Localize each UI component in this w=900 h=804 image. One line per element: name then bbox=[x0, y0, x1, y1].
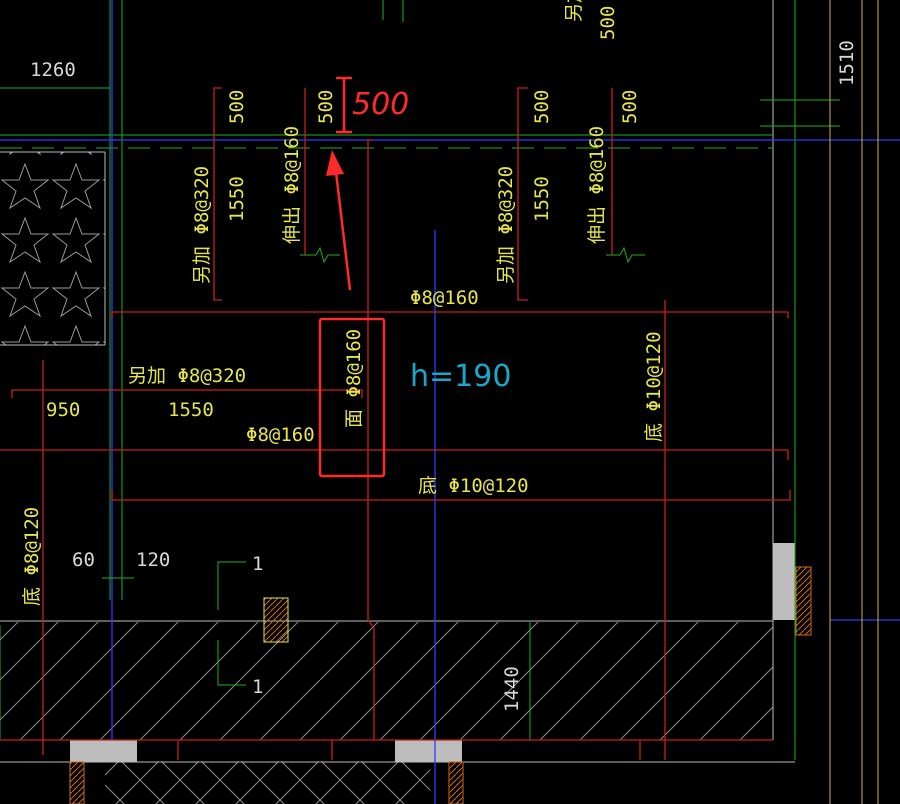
dim-120: 120 bbox=[136, 549, 170, 571]
star-fill-area bbox=[0, 152, 105, 345]
section-label-bottom: 1 bbox=[252, 676, 263, 698]
orange-block-mid bbox=[448, 761, 464, 804]
markup-bracket bbox=[336, 76, 352, 134]
dim-500-top: 500 bbox=[597, 6, 619, 40]
markup-highlight-box bbox=[318, 317, 386, 478]
green-lines bbox=[0, 0, 840, 760]
beam-cross-hatch bbox=[105, 762, 430, 804]
dim-500-a: 500 bbox=[226, 90, 248, 124]
column-block-bottom-mid bbox=[395, 740, 462, 762]
dim-1550-c: 1550 bbox=[168, 399, 214, 421]
rebar-lines bbox=[0, 87, 791, 760]
section-label-top: 1 bbox=[252, 553, 263, 575]
bottom-horizontal-rebar: 底 Φ10@120 bbox=[418, 475, 529, 497]
slab-thickness-label: h=190 bbox=[410, 359, 511, 394]
left-extra-rebar: 另加 Φ8@320 bbox=[128, 365, 246, 387]
dim-1550-b: 1550 bbox=[531, 176, 553, 222]
dim-500-d: 500 bbox=[619, 90, 641, 124]
right-vertical-rebar: 底 Φ10@120 bbox=[643, 331, 665, 442]
shen-rebar-b: 伸出 Φ8@160 bbox=[586, 126, 608, 244]
orange-block-left bbox=[69, 761, 85, 804]
dim-1440: 1440 bbox=[501, 666, 523, 712]
dim-1260: 1260 bbox=[30, 59, 76, 81]
shen-rebar-a: 伸出 Φ8@160 bbox=[281, 126, 303, 244]
left-vertical-rebar: 底 Φ8@120 bbox=[21, 507, 43, 606]
slab-section-hatch bbox=[0, 622, 773, 740]
right-yellow-lines bbox=[829, 0, 879, 804]
dim-500-b: 500 bbox=[315, 90, 337, 124]
markup-arrow bbox=[326, 150, 352, 291]
handwritten-500: 500 bbox=[352, 87, 409, 122]
dim-ticks bbox=[102, 246, 645, 579]
dim-1510: 1510 bbox=[836, 40, 858, 86]
dim-60: 60 bbox=[72, 549, 95, 571]
orange-block-right bbox=[795, 566, 812, 636]
mid-horizontal-rebar: Φ8@160 bbox=[246, 424, 315, 446]
section-mark-block bbox=[263, 597, 289, 643]
dim-1550-a: 1550 bbox=[226, 176, 248, 222]
dim-500-c: 500 bbox=[531, 90, 553, 124]
face-vertical-rebar: 面 Φ8@160 bbox=[343, 329, 365, 428]
dim-950: 950 bbox=[46, 399, 80, 421]
column-block-bottom-left bbox=[70, 740, 137, 762]
top-horizontal-rebar: Φ8@160 bbox=[410, 287, 479, 309]
extra-rebar-a: 另加 Φ8@320 bbox=[191, 166, 213, 284]
top-extra-label: 另加 bbox=[563, 0, 585, 22]
extra-rebar-b: 另加 Φ8@320 bbox=[495, 166, 517, 284]
column-block-right bbox=[773, 543, 795, 620]
section-mark-lines bbox=[217, 561, 246, 686]
